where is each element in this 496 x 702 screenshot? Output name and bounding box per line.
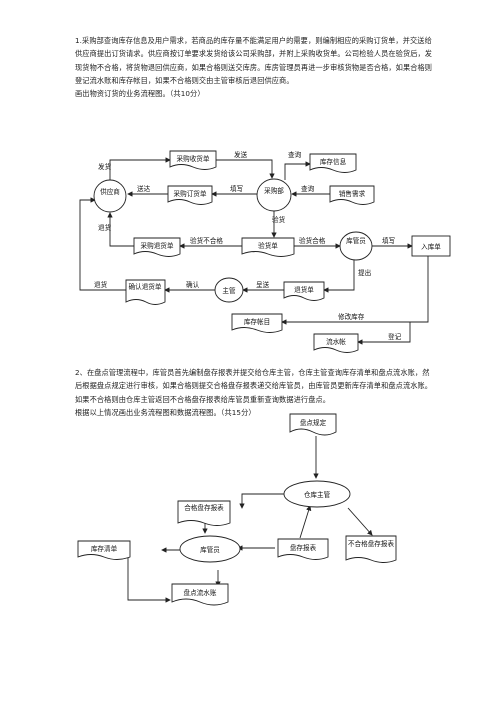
node-keeper <box>179 535 241 563</box>
label-query-2: 查询 <box>301 184 315 193</box>
label-deliver: 送达 <box>137 184 151 193</box>
label-inspect: 验货 <box>272 215 286 224</box>
label-register: 登记 <box>388 332 402 341</box>
node-rules <box>289 413 337 436</box>
label-qualified: 验货合格 <box>299 236 326 245</box>
doc-confirm-return <box>125 279 166 305</box>
label-submit-up: 提出 <box>358 268 371 277</box>
label-send: 发送 <box>234 150 248 159</box>
doc-receipt <box>169 150 217 170</box>
question-1-text: 1.采购部查询库存信息及用户需求，若商品的库存量不能满足用户的需要，则编制相应的… <box>75 36 433 85</box>
node-qualified-report-label: 合格盘存报表 <box>184 503 224 512</box>
node-report <box>277 538 329 560</box>
doc-journal <box>313 333 359 353</box>
node-stock-list-label: 库存清单 <box>91 544 118 553</box>
question-1-task: 画出物资订货的业务流程图。（共10分） <box>75 89 205 99</box>
doc-journal-label: 流水帐 <box>326 337 346 346</box>
supervisor-node <box>214 277 244 303</box>
keeper-node <box>339 231 373 261</box>
label-returned: 退货 <box>98 223 112 232</box>
node-manager-label: 仓库主管 <box>304 490 331 499</box>
doc-checked <box>241 237 295 257</box>
label-confirm: 确认 <box>186 280 200 289</box>
label-deliver-back: 退货 <box>94 280 108 289</box>
label-modify-stock: 修改库存 <box>338 312 365 321</box>
supervisor-label: 主管 <box>222 286 236 295</box>
node-qualified-report <box>177 500 231 526</box>
node-journal <box>171 583 229 606</box>
doc-stock-ledger-label: 库存帐目 <box>244 317 270 326</box>
doc-demand <box>329 185 375 205</box>
doc-receipt-label: 采购收货单 <box>177 154 210 163</box>
node-keeper-label: 库管员 <box>200 545 220 554</box>
doc-inventory-info-label: 库存信息 <box>320 157 347 166</box>
purchasing-label: 采购部 <box>264 186 284 195</box>
doc-return <box>283 281 325 301</box>
warehouse-in-label: 入库单 <box>421 242 441 251</box>
flowchart-1: 供应商 采购部 库管员 主管 入库单 采购收货单 库存信息 采购订货单 销售需求… <box>79 150 451 353</box>
label-send-up: 呈送 <box>256 280 270 289</box>
label-fill: 填写 <box>230 184 244 193</box>
question-1: 1.采购部查询库存信息及用户需求，若商品的库存量不能满足用户的需要，则编制相应的… <box>75 34 435 100</box>
doc-demand-label: 销售需求 <box>339 189 366 198</box>
keeper-label: 库管员 <box>346 236 366 245</box>
node-stock-list <box>77 540 131 560</box>
node-manager <box>283 480 351 508</box>
node-rules-label: 盘点规定 <box>300 418 327 427</box>
label-unqualified: 验货不合格 <box>190 236 223 245</box>
question-2-task: 根据以上情况画出业务流程图和数据流程图。（共15分） <box>75 407 256 417</box>
supplier-node <box>93 179 127 213</box>
purchasing-node <box>256 178 292 212</box>
doc-order <box>167 185 213 205</box>
doc-return-note <box>133 237 181 257</box>
warehouse-in-box <box>411 235 451 257</box>
label-deliver-goods: 发货 <box>98 162 112 171</box>
doc-stock-ledger <box>231 313 283 333</box>
supplier-label: 供应商 <box>100 187 120 196</box>
question-2: 2、在盘点管理流程中，库管员首先编制盘存报表并提交给仓库主管，仓库主管查询库存清… <box>75 366 435 419</box>
doc-return-label: 退货单 <box>294 285 314 294</box>
node-unqualified-report-label: 不合格盘存报表 <box>348 539 395 548</box>
doc-checked-label: 验货单 <box>258 241 278 250</box>
question-2-text: 2、在盘点管理流程中，库管员首先编制盘存报表并提交给仓库主管，仓库主管查询库存清… <box>75 368 433 404</box>
label-query: 查询 <box>288 150 302 159</box>
node-journal-label: 盘点流水账 <box>184 588 217 597</box>
node-unqualified-report <box>345 535 397 563</box>
flowchart-2: 盘点规定 仓库主管 合格盘存报表 库存清单 库管员 盘存报表 不合格盘存报表 盘… <box>77 413 397 606</box>
doc-return-note-label: 采购退货单 <box>141 241 174 250</box>
doc-confirm-return-label: 确认退货单 <box>129 282 162 291</box>
doc-inventory-info <box>309 153 357 173</box>
label-fill-2: 填写 <box>382 236 396 245</box>
node-report-label: 盘存报表 <box>290 543 317 552</box>
doc-order-label: 采购订货单 <box>174 189 207 198</box>
